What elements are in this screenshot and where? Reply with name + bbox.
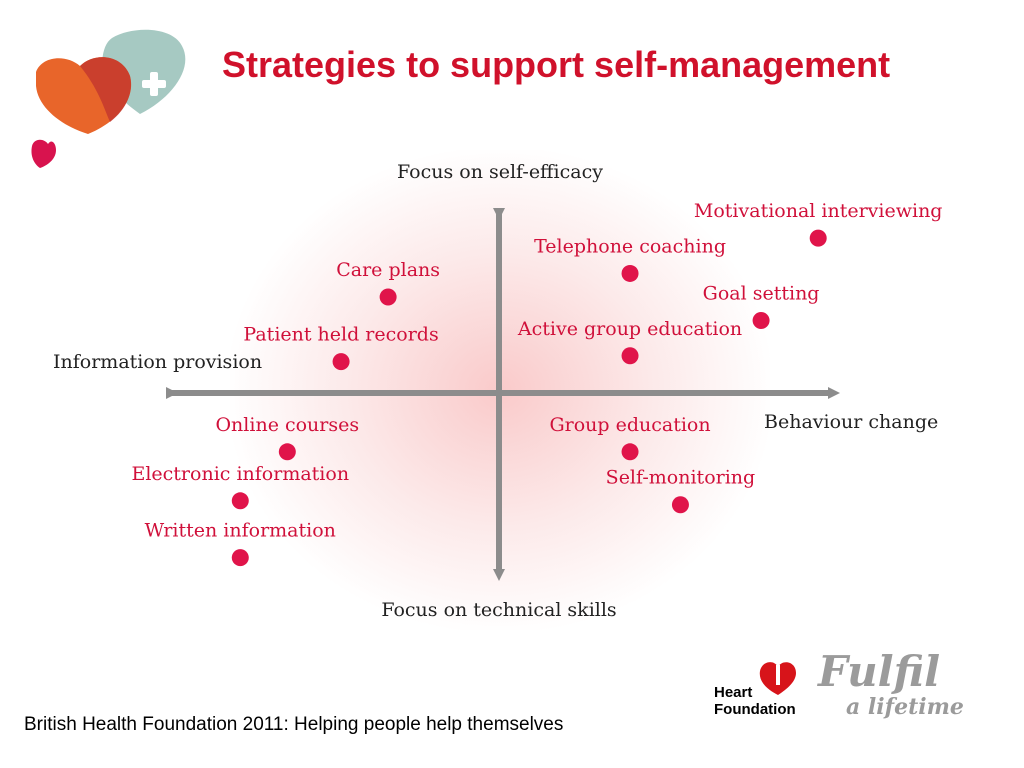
point-group-education [621, 443, 639, 461]
source-caption: British Health Foundation 2011: Helping … [24, 714, 564, 735]
heart-foundation-line2: Foundation [714, 701, 796, 718]
heart-foundation-wordmark: Heart Foundation [714, 684, 796, 718]
point-telephone-coaching [621, 264, 639, 282]
point-label-online-courses: Online courses [215, 414, 359, 436]
point-self-monitoring [671, 496, 689, 514]
point-label-motivational-interviewing: Motivational interviewing [694, 200, 943, 222]
point-label-telephone-coaching: Telephone coaching [534, 235, 726, 257]
axis-label-top: Focus on self-efficacy [397, 161, 603, 183]
fulfil-a-lifetime-logo: Fulfil a lifetime [818, 647, 964, 721]
slide-title: Strategies to support self-management [222, 44, 891, 85]
point-motivational-interviewing [809, 229, 827, 247]
point-online-courses [278, 443, 296, 461]
point-label-patient-held-records: Patient held records [243, 324, 438, 346]
point-label-group-education: Group education [549, 414, 710, 436]
point-active-group-education [621, 347, 639, 365]
axis-label-bottom: Focus on technical skills [381, 599, 616, 621]
lifetime-word: a lifetime [846, 694, 964, 720]
point-label-self-monitoring: Self-monitoring [606, 467, 756, 489]
point-electronic-information [231, 492, 249, 510]
point-label-electronic-information: Electronic information [131, 463, 349, 485]
point-care-plans [379, 288, 397, 306]
point-goal-setting [752, 311, 770, 329]
axis-label-right: Behaviour change [764, 411, 938, 433]
heart-foundation-line1: Heart [714, 684, 753, 701]
point-written-information [231, 549, 249, 567]
heart-foundation-icon [759, 662, 796, 695]
point-patient-held-records [332, 353, 350, 371]
heart-plus-logo [31, 29, 186, 168]
fulfil-word: Fulfil [818, 647, 941, 696]
point-label-active-group-education: Active group education [517, 318, 742, 340]
axis-label-left: Information provision [53, 351, 262, 373]
point-label-care-plans: Care plans [336, 259, 440, 281]
point-label-goal-setting: Goal setting [703, 282, 820, 304]
point-label-written-information: Written information [145, 520, 336, 542]
